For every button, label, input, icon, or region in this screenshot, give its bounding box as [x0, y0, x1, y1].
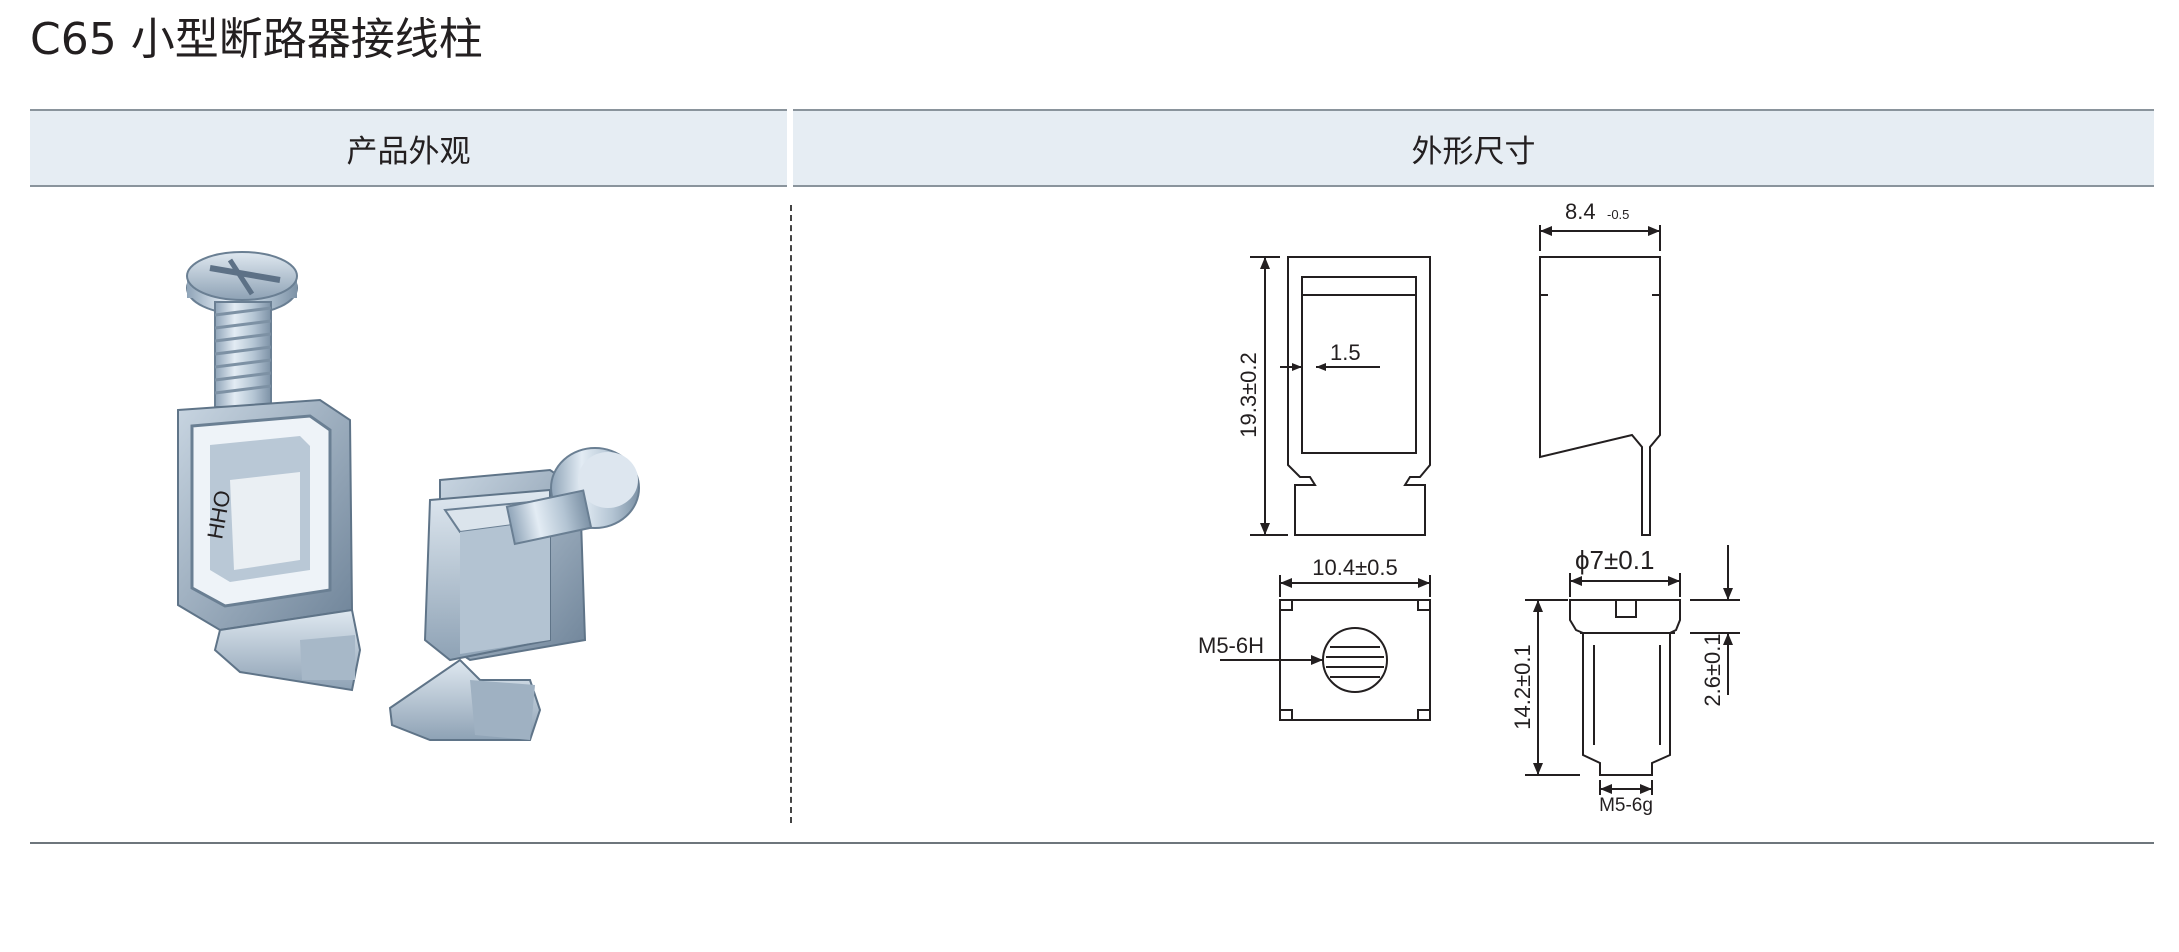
column-header-appearance-label: 产品外观: [346, 133, 471, 170]
right-terminal: [388, 447, 640, 741]
column-header-appearance: 产品外观: [30, 109, 787, 187]
dim-screw-length: 14.2±0.1: [1510, 644, 1535, 729]
dim-head-diameter: ϕ7±0.1: [1575, 545, 1654, 575]
dim-base-width: 10.4±0.5: [1312, 555, 1397, 580]
nut-view-outline: [1279, 599, 1431, 721]
dim-height: 19.3±0.2: [1236, 352, 1261, 437]
product-photo: HHO: [177, 251, 640, 741]
page-title: C65 小型断路器接线柱: [30, 14, 483, 65]
table-bottom-rule: [30, 842, 2154, 844]
front-view-outline: [1287, 256, 1431, 536]
side-view-outline: [1539, 256, 1661, 536]
dim-thread-nut: M5-6H: [1198, 633, 1264, 658]
column-header-dimensions-label: 外形尺寸: [1411, 133, 1536, 170]
screw-view-outline: [1569, 599, 1681, 776]
dim-top-width: 8.4: [1565, 199, 1596, 224]
column-divider: [790, 205, 792, 823]
dim-wall: 1.5: [1330, 340, 1361, 365]
dimension-drawing: 8.4 -0.5 19.3±0.2 1.5 10.4±0.5 M5-6H ϕ7±…: [1198, 199, 1740, 816]
dim-thread-screw: M5-6g: [1599, 795, 1653, 816]
left-terminal-screw: [186, 251, 298, 408]
dim-head-height: 2.6±0.1: [1700, 633, 1725, 706]
dim-top-width-tol: -0.5: [1607, 207, 1629, 222]
column-header-dimensions: 外形尺寸: [793, 109, 2154, 187]
left-terminal-body: HHO: [177, 398, 362, 692]
